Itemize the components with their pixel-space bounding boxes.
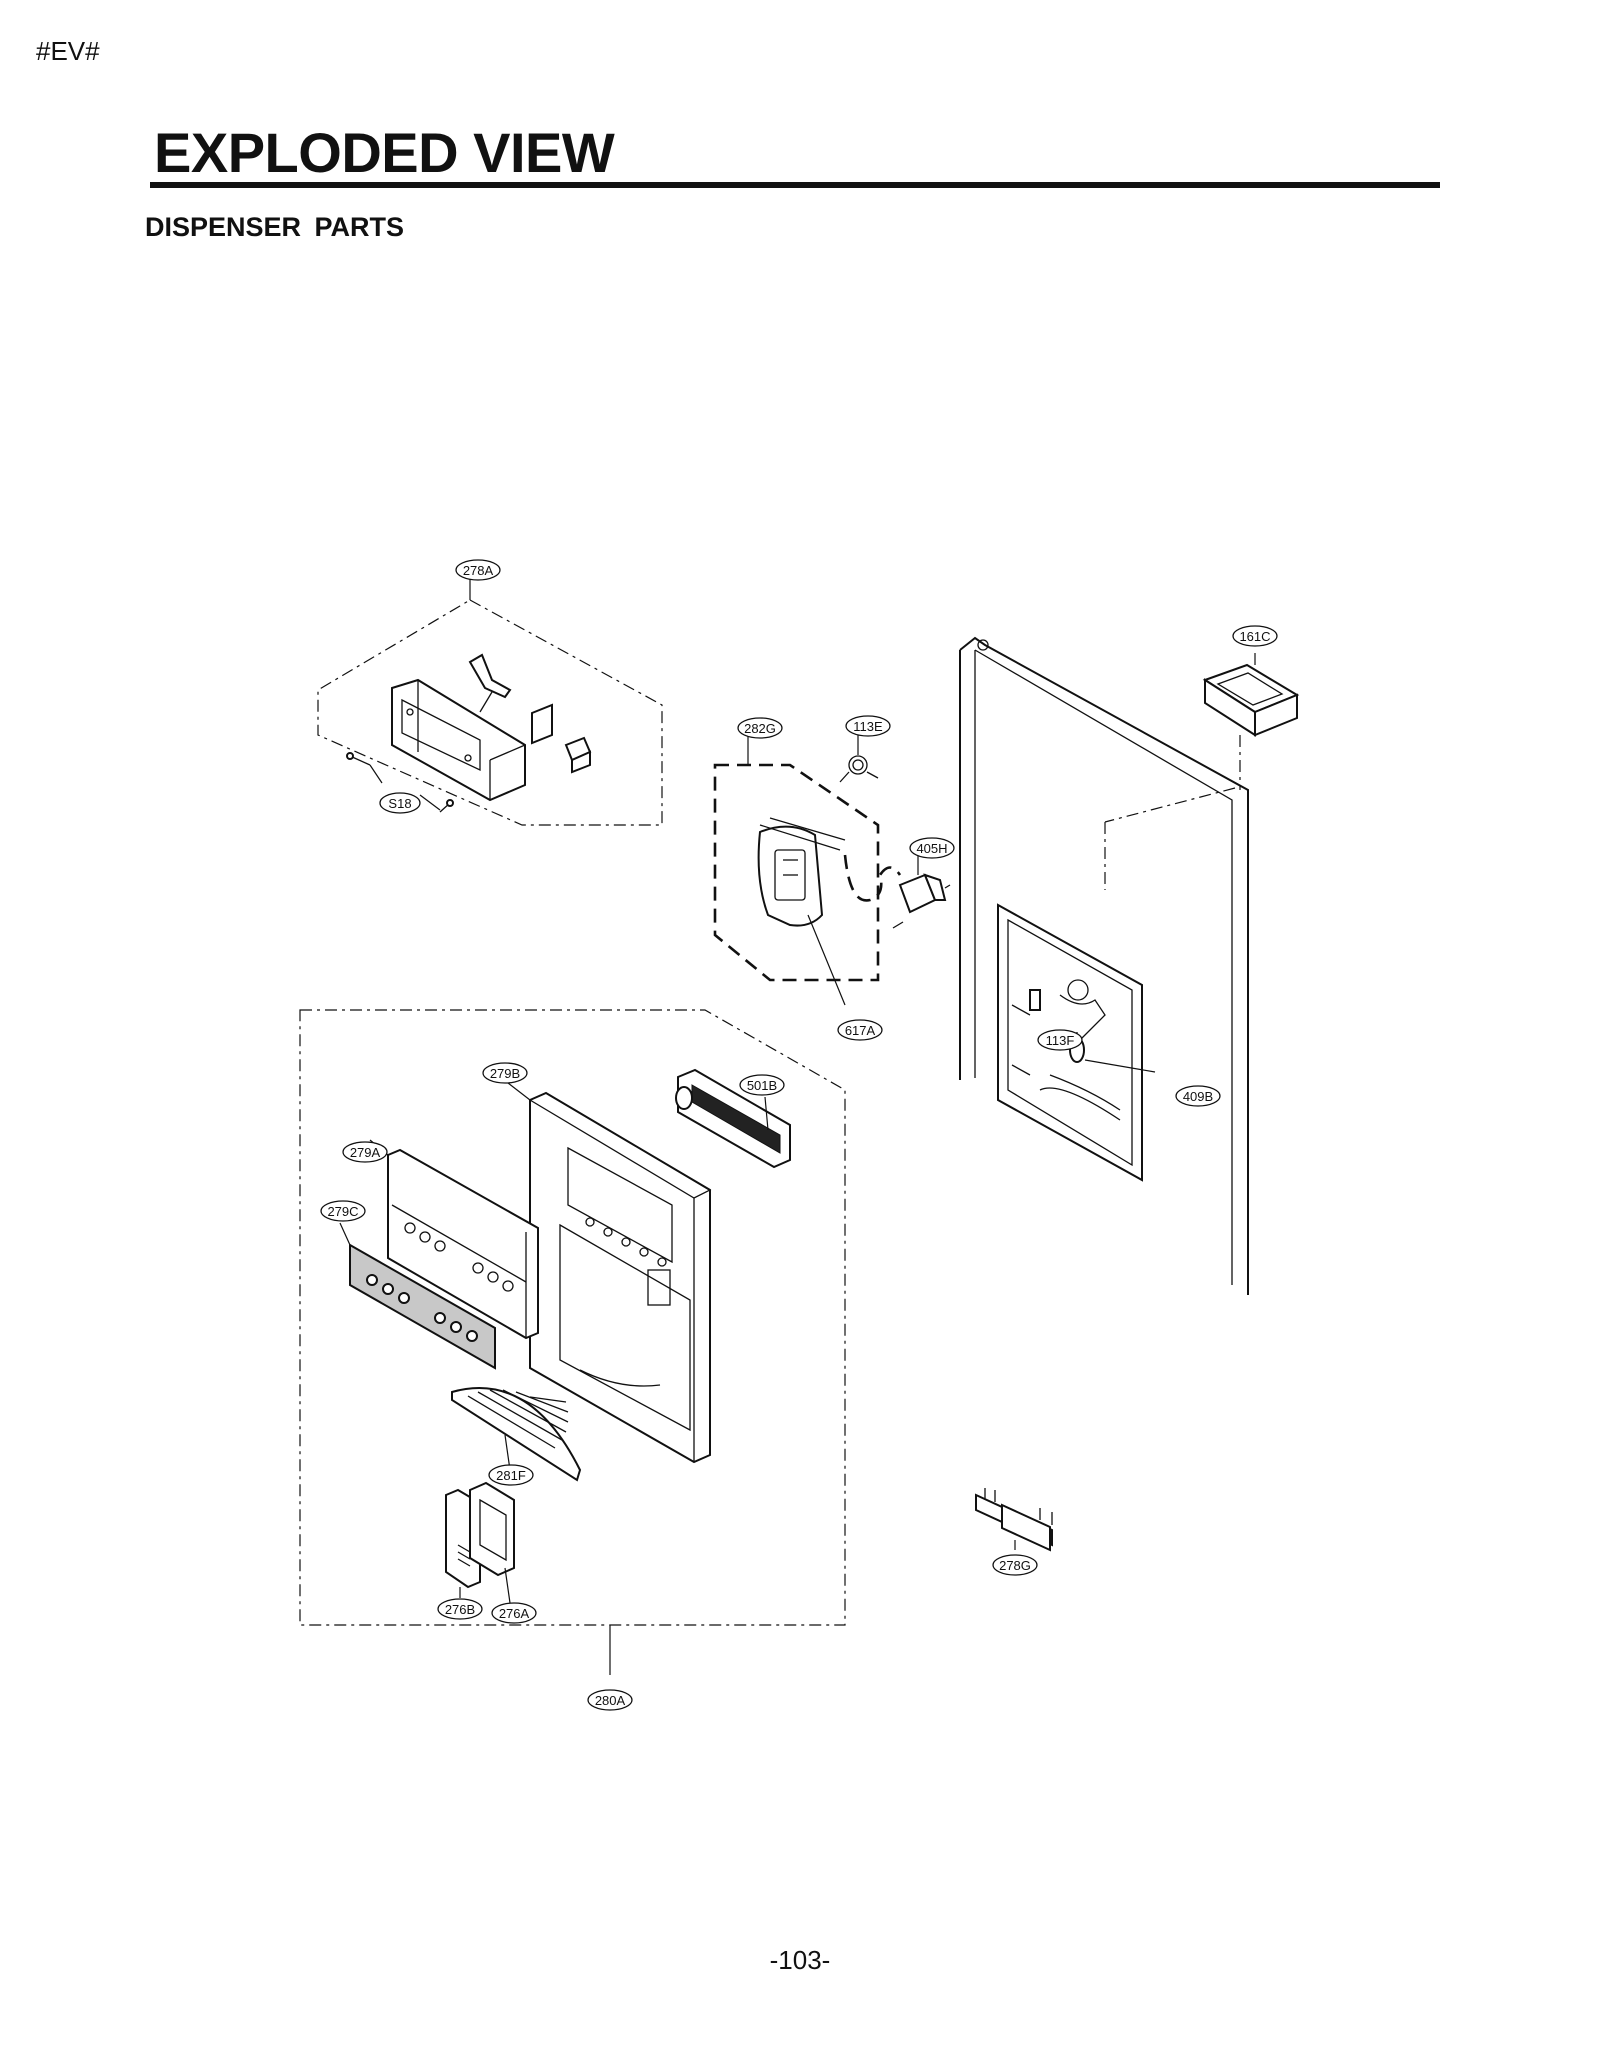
callout-161C: 161C <box>1232 625 1278 647</box>
part-ice-duct-housing <box>391 678 526 802</box>
svg-text:279A: 279A <box>350 1145 381 1160</box>
svg-text:280A: 280A <box>595 1693 626 1708</box>
part-drip-tray-281F <box>451 1387 582 1482</box>
callout-279A: 279A <box>342 1141 388 1163</box>
callout-113E: 113E <box>845 715 891 737</box>
svg-text:617A: 617A <box>845 1023 876 1038</box>
callout-279C: 279C <box>320 1200 366 1222</box>
svg-text:113F: 113F <box>1046 1033 1075 1048</box>
group-282G-boundary <box>713 763 880 982</box>
callout-405H: 405H <box>909 837 955 859</box>
svg-text:276B: 276B <box>445 1602 475 1617</box>
screw-S18-a <box>346 752 371 766</box>
svg-text:405H: 405H <box>916 841 947 856</box>
callout-278G: 278G <box>992 1554 1038 1576</box>
group-280A <box>299 1009 846 1675</box>
section-title: DISPENSER PARTS <box>145 212 405 242</box>
part-freezer-door <box>959 636 1249 1295</box>
part-switch-405H <box>892 848 951 929</box>
callout-276B: 276B <box>437 1598 483 1620</box>
page-title: EXPLODED VIEW <box>154 121 615 184</box>
leader-617A <box>807 914 846 1006</box>
callout-276A: 276A <box>491 1602 537 1624</box>
svg-text:282G: 282G <box>744 721 776 736</box>
part-spring-113E <box>839 728 879 783</box>
svg-text:409B: 409B <box>1183 1089 1213 1104</box>
page-number: -103- <box>769 1945 831 1975</box>
svg-text:281F: 281F <box>496 1468 526 1483</box>
callout-281F: 281F <box>488 1464 534 1486</box>
part-lever-arm <box>479 691 493 713</box>
door-hinge-hole <box>977 639 989 651</box>
callout-279B: 279B <box>482 1062 528 1084</box>
alignment-line-door <box>1104 787 1236 890</box>
part-plate <box>531 703 553 745</box>
svg-text:113E: 113E <box>853 719 883 734</box>
callout-617A: 617A <box>837 1019 883 1041</box>
callout-282G: 282G <box>737 717 783 739</box>
callout-280A: 280A <box>587 1689 633 1711</box>
svg-text:276A: 276A <box>499 1606 530 1621</box>
wire-harness-loop <box>843 854 902 902</box>
screw-S18-b <box>439 799 454 813</box>
svg-text:279B: 279B <box>490 1066 520 1081</box>
callout-409B: 409B <box>1175 1085 1221 1107</box>
part-display-501B <box>675 1068 791 1169</box>
svg-text:279C: 279C <box>327 1204 358 1219</box>
part-lever-frame-276A <box>469 1481 515 1604</box>
svg-text:278G: 278G <box>999 1558 1031 1573</box>
part-solenoid <box>564 736 592 774</box>
page-tag: #EV# <box>36 36 100 66</box>
part-cap-161C <box>1202 653 1300 737</box>
callout-S18: S18 <box>379 792 421 814</box>
callout-278A: 278A <box>455 559 501 581</box>
group-278A <box>317 570 663 826</box>
svg-text:S18: S18 <box>388 796 411 811</box>
part-lever <box>468 653 512 699</box>
svg-text:501B: 501B <box>747 1078 777 1093</box>
callout-113F: 113F <box>1037 1029 1083 1051</box>
svg-text:278A: 278A <box>463 563 494 578</box>
group-278A-boundary <box>317 599 663 826</box>
part-113F <box>1029 989 1041 1011</box>
title-rule <box>150 182 1440 188</box>
part-cover-279A <box>369 1139 539 1340</box>
part-bracket-278G <box>975 1488 1053 1552</box>
part-membrane-279C <box>339 1222 496 1370</box>
group-282G <box>713 728 902 1006</box>
callout-501B: 501B <box>739 1074 785 1096</box>
group-280A-boundary <box>299 1009 846 1626</box>
part-switch-holder <box>757 817 846 927</box>
svg-text:161C: 161C <box>1239 629 1270 644</box>
part-dispenser-frame-279B <box>507 1082 712 1464</box>
